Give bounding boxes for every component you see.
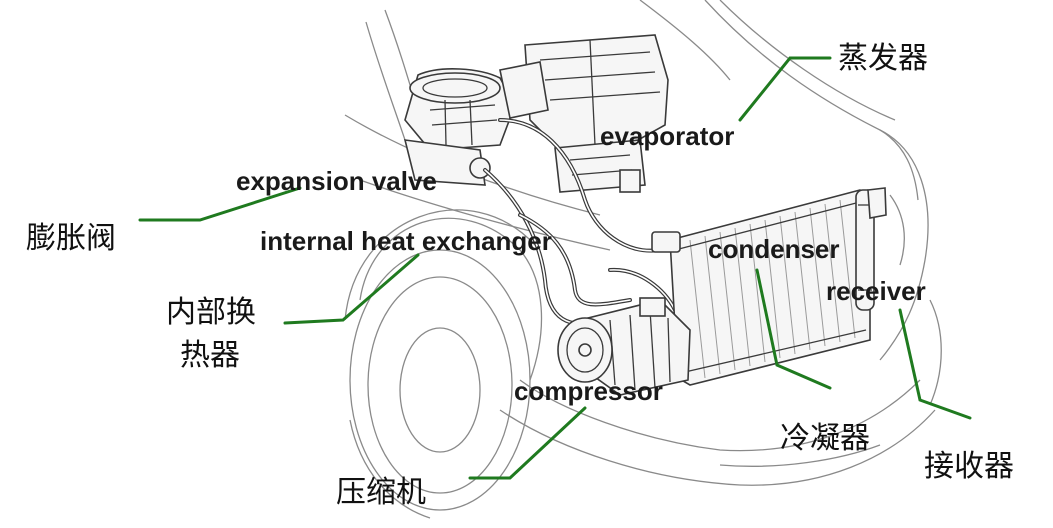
label-receiver-en: receiver: [826, 276, 926, 306]
label-receiver-zh: 接收器: [924, 449, 1014, 484]
english-labels: evaporator expansion valve internal heat…: [236, 121, 926, 406]
leader-line-receiver: [898, 308, 972, 420]
leader-lines: [138, 56, 972, 480]
label-internal-hx-en: internal heat exchanger: [260, 226, 552, 256]
label-expansion-valve-en: expansion valve: [236, 166, 437, 196]
leader-line-compressor: [468, 406, 587, 480]
leader-line-internal-hx: [283, 253, 420, 325]
label-internal-hx-zh-line1: 内部换: [166, 295, 256, 330]
leader-line-condenser: [755, 268, 832, 390]
label-evaporator-zh: 蒸发器: [838, 41, 928, 76]
label-internal-hx-zh-line2: 热器: [180, 338, 240, 373]
label-compressor-zh: 压缩机: [336, 475, 426, 510]
compressor-unit: [557, 297, 691, 396]
chinese-labels: 蒸发器 膨胀阀 内部换 热器 冷凝器 接收器 压缩机: [26, 41, 1014, 510]
leader-line-evaporator: [738, 56, 832, 122]
label-evaporator-en: evaporator: [600, 121, 734, 151]
label-expansion-valve-zh: 膨胀阀: [26, 221, 116, 256]
label-compressor-en: compressor: [514, 376, 663, 406]
evaporator-unit: [524, 34, 669, 193]
receiver-unit: [855, 187, 887, 311]
expansion-valve-assembly: [403, 61, 549, 186]
label-condenser-zh: 冷凝器: [780, 421, 870, 456]
leader-line-expansion-valve: [138, 186, 302, 222]
condenser-fins: [689, 199, 856, 379]
label-condenser-en: condenser: [708, 234, 840, 264]
